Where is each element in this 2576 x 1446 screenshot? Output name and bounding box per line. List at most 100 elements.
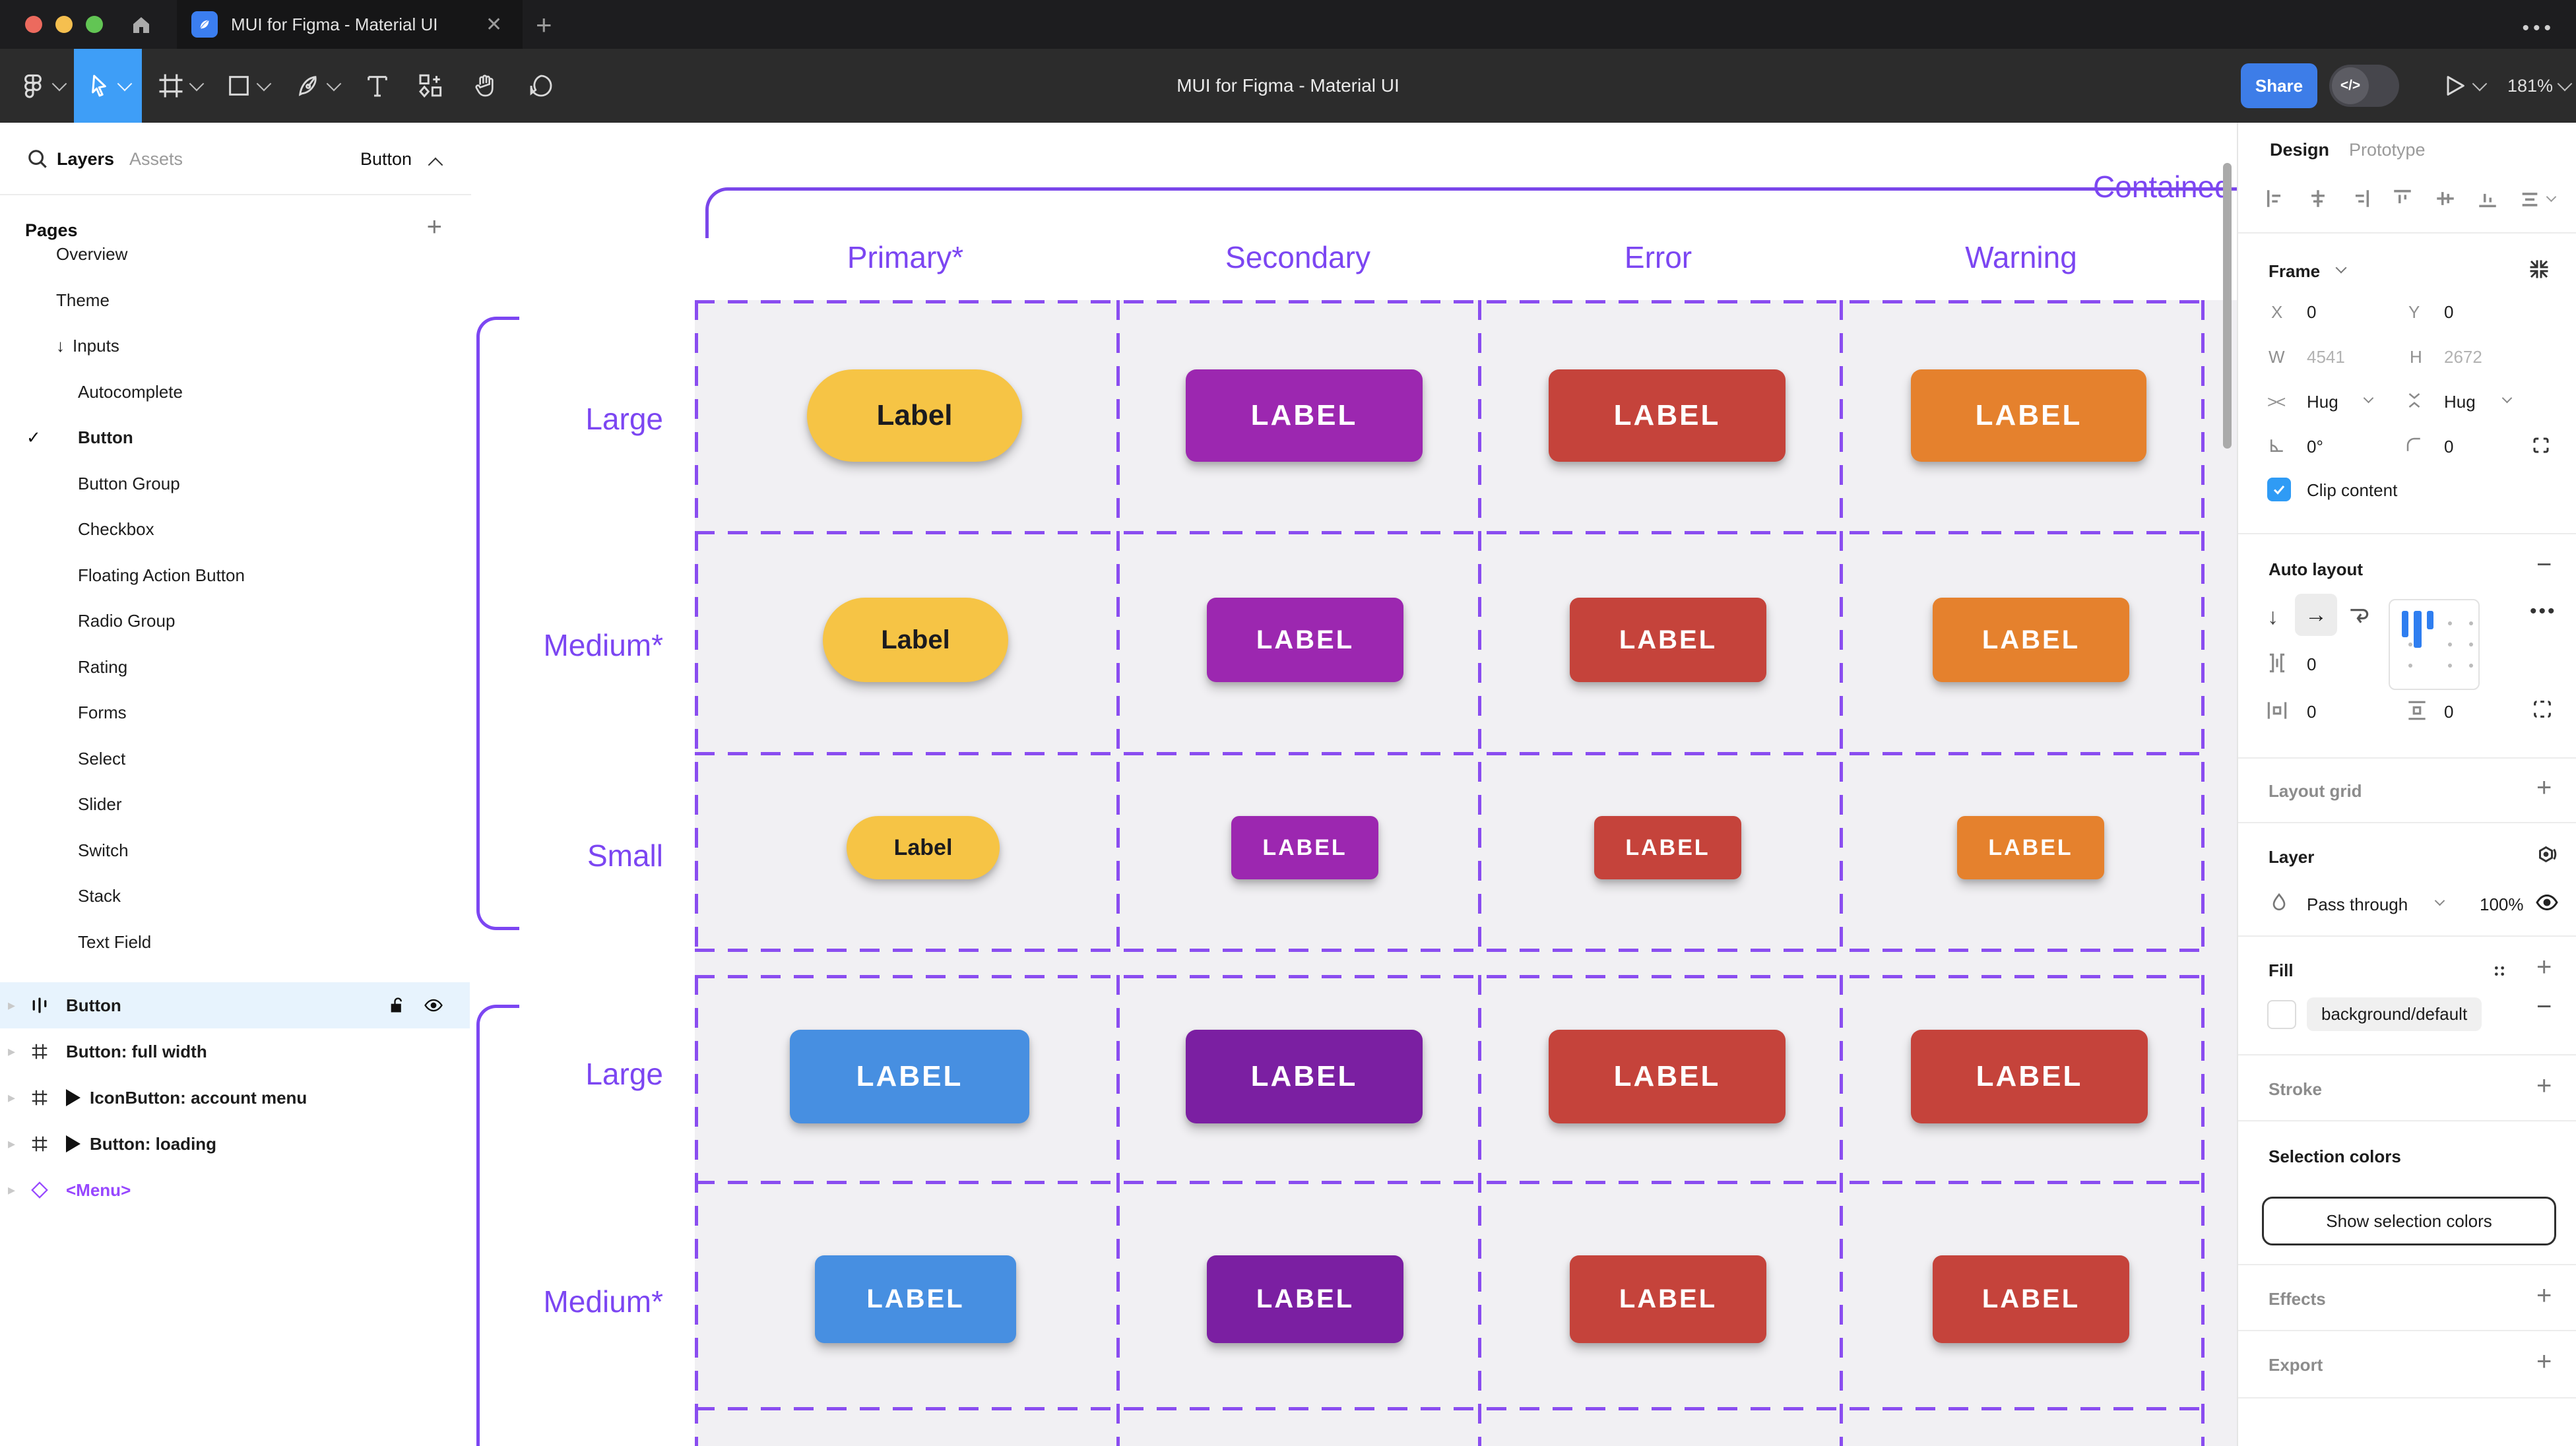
w-input[interactable]: 4541 <box>2307 347 2345 367</box>
add-layout-grid-button[interactable]: + <box>2536 773 2552 802</box>
collapse-panel-icon[interactable] <box>2527 257 2551 281</box>
text-tool[interactable] <box>364 49 391 123</box>
home-icon[interactable] <box>129 13 153 37</box>
actions-tool[interactable] <box>416 49 443 123</box>
remove-auto-layout-button[interactable]: − <box>2536 550 2552 579</box>
fill-color-swatch[interactable] <box>2267 1000 2296 1029</box>
present-chevron-icon[interactable] <box>2472 76 2488 92</box>
expand-arrow-icon[interactable]: ↓ <box>56 336 65 356</box>
gap-input[interactable]: 0 <box>2307 654 2317 674</box>
canvas-button-label[interactable]: LABEL <box>1207 598 1403 682</box>
hug-v-chevron-icon[interactable] <box>2501 393 2513 404</box>
titlebar-more-icon[interactable]: ••• <box>2522 17 2555 39</box>
canvas-button-label[interactable]: Label <box>847 816 1000 879</box>
canvas-button-label[interactable]: LABEL <box>1231 816 1378 879</box>
canvas-button-label[interactable]: LABEL <box>1549 1030 1786 1123</box>
canvas-button-label[interactable]: LABEL <box>815 1255 1016 1343</box>
layer-item-button-full-width[interactable]: ▸Button: full width <box>0 1028 470 1075</box>
canvas-button-label[interactable]: LABEL <box>1570 598 1766 682</box>
independent-corners-icon[interactable] <box>2531 435 2551 455</box>
layer-item--menu-[interactable]: ▸<Menu> <box>0 1167 470 1213</box>
canvas-button-label[interactable]: LABEL <box>1207 1255 1403 1343</box>
unlock-icon[interactable] <box>388 996 406 1015</box>
auto-layout-align-box[interactable] <box>2389 599 2480 690</box>
hug-h-chevron-icon[interactable] <box>2363 393 2374 404</box>
align-bottom-icon[interactable] <box>2476 187 2499 210</box>
individual-padding-icon[interactable] <box>2531 698 2554 720</box>
fill-styles-icon[interactable] <box>2490 962 2509 980</box>
move-tool-selected[interactable] <box>74 49 142 123</box>
page-item-stack[interactable]: Stack <box>0 873 471 919</box>
shape-tool[interactable] <box>226 49 272 123</box>
add-effect-button[interactable]: + <box>2536 1281 2552 1310</box>
page-item-text-field[interactable]: Text Field <box>0 920 471 965</box>
page-item-forms[interactable]: Forms <box>0 690 471 736</box>
hug-vertical-select[interactable]: Hug <box>2444 392 2476 412</box>
main-menu-figma-icon[interactable] <box>18 49 67 123</box>
page-dropdown-chevron-up-icon[interactable] <box>428 157 443 173</box>
row-label-small[interactable]: Small <box>587 838 663 873</box>
frame-section-header[interactable]: Frame <box>2269 261 2321 281</box>
y-input[interactable]: 0 <box>2444 302 2454 322</box>
align-v-center-icon[interactable] <box>2434 187 2457 210</box>
page-item-slider[interactable]: Slider <box>0 782 471 827</box>
layer-variable-icon[interactable] <box>2535 844 2559 868</box>
page-item-floating-action-button[interactable]: Floating Action Button <box>0 553 471 598</box>
auto-layout-wrap-icon[interactable] <box>2346 602 2371 627</box>
column-header-error[interactable]: Error <box>1624 240 1692 274</box>
tab-design[interactable]: Design <box>2270 140 2330 160</box>
canvas-button-label[interactable]: LABEL <box>1549 369 1786 462</box>
column-header-primary[interactable]: Primary* <box>847 240 964 274</box>
disclosure-chevron-icon[interactable]: ▸ <box>8 997 16 1013</box>
add-page-button[interactable]: + <box>426 212 442 241</box>
disclosure-chevron-icon[interactable]: ▸ <box>8 1043 16 1059</box>
canvas-button-label[interactable]: Label <box>807 369 1022 462</box>
canvas-button-label[interactable]: LABEL <box>1911 1030 2148 1123</box>
frame-title[interactable]: Contained <box>2093 170 2232 204</box>
canvas-button-label[interactable]: LABEL <box>1594 816 1741 879</box>
layer-visibility-eye-icon[interactable] <box>2535 891 2559 914</box>
show-selection-colors-button[interactable]: Show selection colors <box>2262 1197 2556 1245</box>
row-label-medium[interactable]: Medium* <box>543 628 663 662</box>
window-minimize-button[interactable] <box>55 16 73 33</box>
padding-vertical-input[interactable]: 0 <box>2444 702 2454 722</box>
blend-mode-select[interactable]: Pass through <box>2307 895 2408 914</box>
move-tool-chevron-icon[interactable] <box>117 76 132 92</box>
corner-radius-input[interactable]: 0 <box>2444 437 2454 456</box>
tab-close-icon[interactable]: ✕ <box>486 14 503 36</box>
page-dropdown[interactable]: Button <box>360 149 412 169</box>
align-top-icon[interactable] <box>2391 187 2414 210</box>
page-item-theme[interactable]: Theme <box>0 278 471 323</box>
clip-content-checkbox[interactable] <box>2267 478 2291 501</box>
frame-chevron-icon[interactable] <box>2335 262 2347 274</box>
tab-mui-for-figma[interactable]: MUI for Figma - Material UI <box>177 0 523 49</box>
tab-prototype[interactable]: Prototype <box>2349 140 2426 160</box>
disclosure-chevron-icon[interactable]: ▸ <box>8 1089 16 1106</box>
align-left-icon[interactable] <box>2265 187 2287 210</box>
page-item-button[interactable]: ✓Button <box>0 415 471 460</box>
canvas-button-label[interactable]: LABEL <box>1186 369 1423 462</box>
tab-assets[interactable]: Assets <box>129 149 183 169</box>
align-right-icon[interactable] <box>2349 187 2371 210</box>
blend-mode-icon[interactable] <box>2269 892 2290 913</box>
h-input[interactable]: 2672 <box>2444 347 2482 367</box>
layer-item-button[interactable]: ▸Button <box>0 982 470 1028</box>
add-fill-button[interactable]: + <box>2536 953 2552 982</box>
disclosure-chevron-icon[interactable]: ▸ <box>8 1181 16 1198</box>
disclosure-chevron-icon[interactable]: ▸ <box>8 1135 16 1152</box>
zoom-menu[interactable]: 181% <box>2507 49 2573 123</box>
layer-item-button-loading[interactable]: ▸Button: loading <box>0 1121 470 1167</box>
auto-layout-horizontal-selected[interactable]: → <box>2295 594 2337 636</box>
page-item-switch[interactable]: Switch <box>0 828 471 873</box>
present-button[interactable] <box>2441 49 2488 123</box>
frame-tool[interactable] <box>157 49 205 123</box>
page-item-checkbox[interactable]: Checkbox <box>0 507 471 552</box>
blend-mode-chevron-icon[interactable] <box>2434 895 2445 906</box>
row-label-large[interactable]: Large <box>585 1057 663 1091</box>
add-stroke-button[interactable]: + <box>2536 1071 2552 1100</box>
canvas-button-label[interactable]: LABEL <box>1933 598 2129 682</box>
canvas-button-label[interactable]: Label <box>823 598 1008 682</box>
page-item-autocomplete[interactable]: Autocomplete <box>0 369 471 415</box>
canvas-button-label[interactable]: LABEL <box>1570 1255 1766 1343</box>
